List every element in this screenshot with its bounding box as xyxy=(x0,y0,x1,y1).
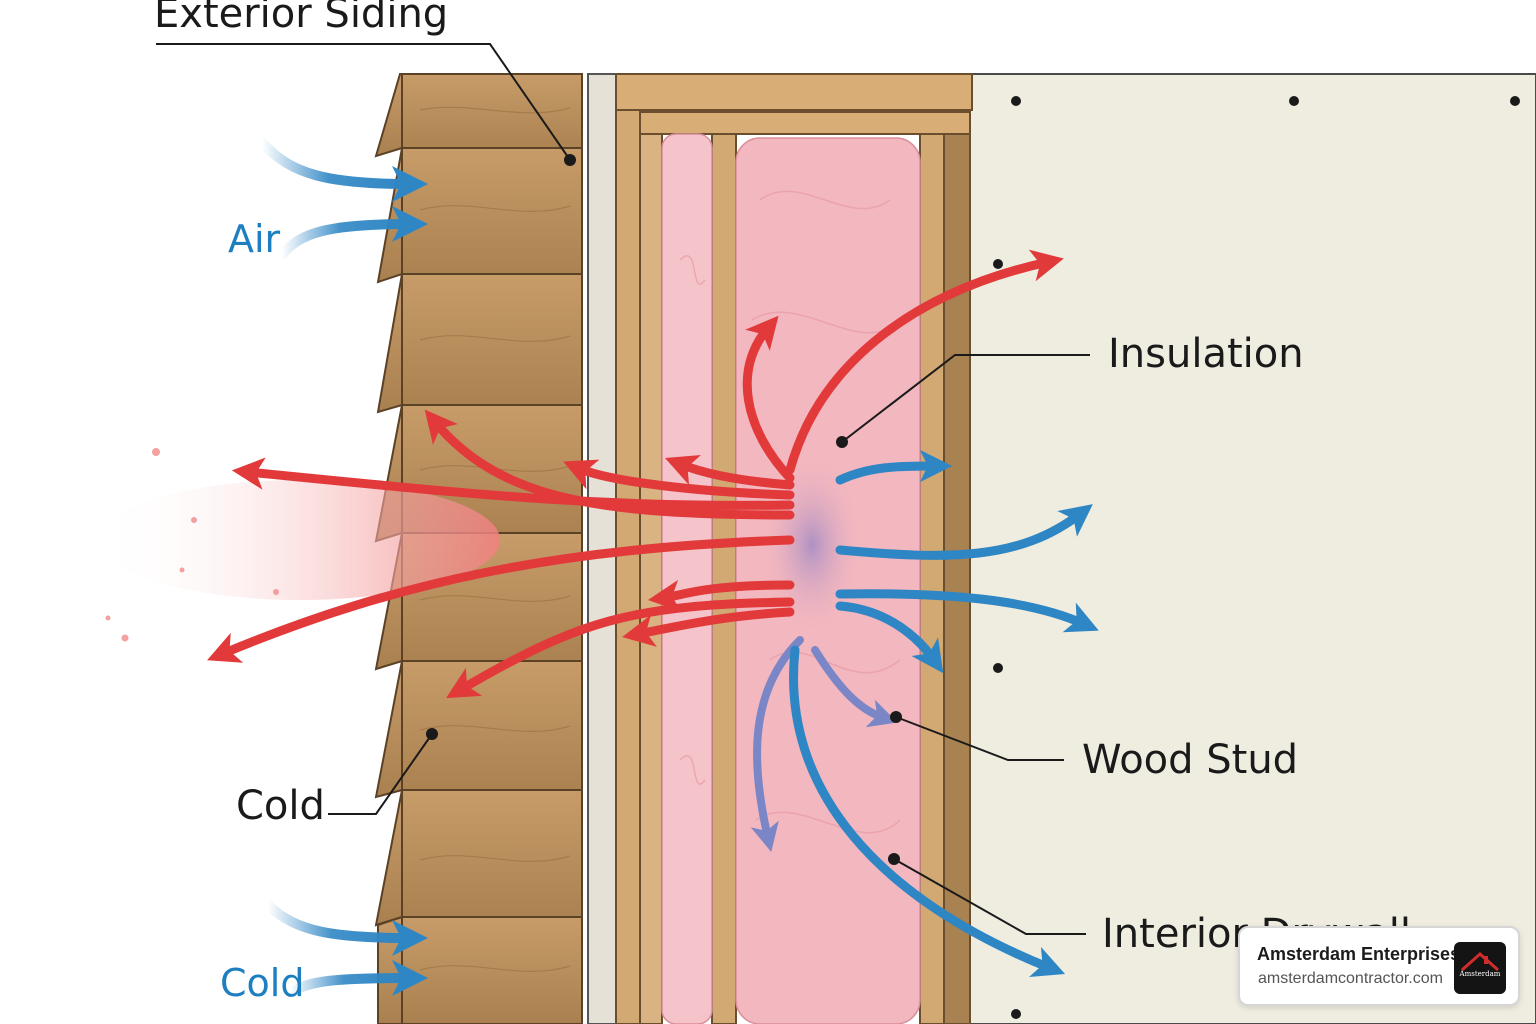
wood-stud-left xyxy=(615,109,641,1024)
wood-stud-right xyxy=(919,133,945,1024)
insulation-batt-narrow xyxy=(661,133,713,1024)
brand-url: amsterdamcontractor.com xyxy=(1258,970,1443,987)
brand-logo: Amsterdam xyxy=(1454,942,1506,994)
wood-stud-middle xyxy=(711,133,737,1024)
wall-framing xyxy=(615,73,973,1024)
brand-watermark[interactable]: Amsterdam Enterprises amsterdamcontracto… xyxy=(1238,926,1520,1006)
exterior-siding-label: Exterior Siding xyxy=(154,0,449,37)
heat-arrow xyxy=(742,315,795,483)
cold-flow-label: Cold xyxy=(220,961,305,1005)
cold-arrow xyxy=(835,601,944,674)
insulation-label: Insulation xyxy=(1108,331,1304,377)
drywall-screws xyxy=(993,96,1520,1019)
brand-name: Amsterdam Enterprises xyxy=(1257,944,1461,964)
incoming-air-arrows xyxy=(257,137,428,999)
heat-arrow xyxy=(207,535,795,663)
heat-arrow xyxy=(647,579,795,613)
heat-arrow xyxy=(563,459,795,500)
mixed-air-arrows xyxy=(750,636,898,853)
heat-arrow xyxy=(231,457,795,510)
heat-arrow xyxy=(446,597,795,699)
heat-sparks xyxy=(105,448,279,642)
label-leader-lines xyxy=(156,43,1090,935)
house-logo-icon: Amsterdam xyxy=(1459,951,1501,978)
heat-loss-arrows xyxy=(207,249,1064,699)
interior-drywall-panel xyxy=(969,73,1536,1024)
cold-label: Cold xyxy=(236,783,325,829)
air-flow-label: Air xyxy=(228,217,281,261)
cold-arrow xyxy=(835,449,953,485)
wood-stud-label: Wood Stud xyxy=(1082,737,1299,783)
brand-logo-text: Amsterdam xyxy=(1459,970,1501,978)
heat-escape-plume xyxy=(100,480,500,600)
cold-air-arrows xyxy=(789,449,1099,978)
leader-dots xyxy=(426,154,902,865)
heat-arrow xyxy=(664,454,795,490)
heat-arrow xyxy=(424,409,795,520)
cold-arrow xyxy=(835,504,1093,560)
cold-arrow xyxy=(789,645,1066,978)
siding-wood-grain xyxy=(419,106,571,972)
heat-arrow xyxy=(785,249,1064,475)
cold-arrow xyxy=(835,589,1099,633)
heat-arrow xyxy=(622,607,795,647)
